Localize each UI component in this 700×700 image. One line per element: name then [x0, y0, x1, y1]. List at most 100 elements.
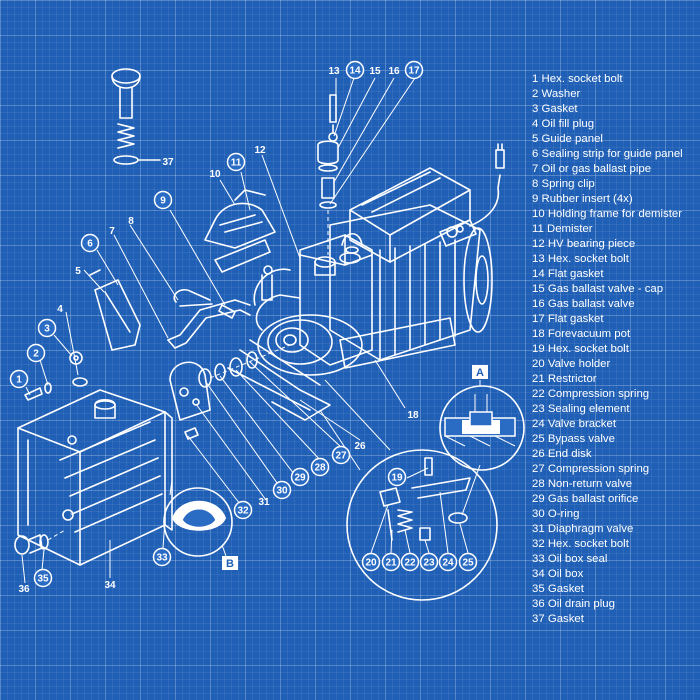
svg-text:33: 33	[156, 553, 168, 564]
legend-item: 15 Gas ballast valve - cap	[532, 283, 664, 295]
detail-b-tag	[222, 556, 238, 570]
svg-text:20: 20	[365, 558, 377, 569]
legend-item: 32 Hex. socket bolt	[532, 538, 629, 550]
callout-22: 22	[400, 552, 420, 572]
drain-plug	[14, 529, 66, 555]
callout-17: 17	[404, 60, 424, 80]
callout-14: 14	[345, 60, 365, 80]
legend-item: 13 Hex. socket bolt	[532, 253, 629, 265]
legend-item: 20 Valve holder	[532, 358, 611, 370]
svg-text:6: 6	[87, 239, 93, 250]
legend-item: 1 Hex. socket bolt	[532, 73, 623, 85]
callout-23: 23	[419, 552, 439, 572]
svg-text:3: 3	[44, 324, 50, 335]
svg-text:14: 14	[349, 66, 361, 77]
callout-30: 30	[272, 480, 292, 500]
callout-28: 28	[310, 457, 330, 477]
callout-19: 19	[387, 467, 407, 487]
motor-assembly	[329, 143, 505, 369]
label-5: 5	[75, 266, 81, 277]
svg-text:27: 27	[335, 451, 347, 462]
legend-item: 16 Gas ballast valve	[532, 298, 635, 310]
svg-text:23: 23	[423, 558, 435, 569]
legend-item: 23 Sealing element	[532, 403, 630, 415]
callout-27: 27	[331, 445, 351, 465]
svg-text:21: 21	[385, 558, 397, 569]
legend-item: 10 Holding frame for demister	[532, 208, 683, 220]
callout-21: 21	[381, 552, 401, 572]
callout-6: 6	[80, 233, 100, 253]
callout-32: 32	[233, 500, 253, 520]
callout-3: 3	[37, 318, 57, 338]
legend-item: 34 Oil box	[532, 568, 584, 580]
label-37: 37	[162, 157, 174, 168]
legend-item: 18 Forevacuum pot	[532, 328, 631, 340]
label-12: 12	[254, 145, 266, 156]
oil-fill-knob	[111, 68, 161, 165]
demister-parts	[204, 189, 276, 273]
legend-item: 11 Demister	[532, 223, 593, 235]
label-16: 16	[388, 66, 400, 77]
legend-item: 19 Hex. socket bolt	[532, 343, 629, 355]
callout-29: 29	[290, 467, 310, 487]
legend-item: 29 Gas ballast orifice	[532, 493, 639, 505]
svg-text:35: 35	[37, 574, 49, 585]
legend-item: 36 Oil drain plug	[532, 598, 615, 610]
legend-item: 37 Gasket	[532, 613, 584, 625]
gas-ballast-valve-stack	[261, 94, 339, 301]
label-10: 10	[209, 169, 221, 180]
legend-item: 21 Restrictor	[532, 373, 597, 385]
label-26: 26	[354, 441, 366, 452]
svg-text:17: 17	[408, 66, 420, 77]
legend-item: 31 Diaphragm valve	[532, 523, 634, 535]
label-7: 7	[109, 226, 115, 237]
legend-item: 27 Compression spring	[532, 463, 650, 475]
svg-text:9: 9	[160, 196, 166, 207]
label-34: 34	[104, 580, 116, 591]
legend-item: 26 End disk	[532, 448, 592, 460]
legend-item: 12 HV bearing piece	[532, 238, 636, 250]
legend-item: 22 Compression spring	[532, 388, 650, 400]
label-18: 18	[407, 410, 419, 421]
bolt-32	[184, 427, 199, 440]
detail-a-tag	[472, 365, 488, 379]
label-36: 36	[18, 584, 30, 595]
svg-text:25: 25	[462, 558, 474, 569]
label-15: 15	[369, 66, 381, 77]
legend-item: 14 Flat gasket	[532, 268, 604, 280]
legend-item: 6 Sealing strip for guide panel	[532, 148, 683, 160]
ballast-pipe	[167, 288, 251, 349]
legend-item: 5 Guide panel	[532, 133, 603, 145]
legend-item: 33 Oil box seal	[532, 553, 608, 565]
detail-a: A	[439, 365, 525, 471]
svg-text:30: 30	[276, 486, 288, 497]
callout-35: 35	[33, 568, 53, 588]
label-13: 13	[328, 66, 340, 77]
legend-item: 17 Flat gasket	[532, 313, 604, 325]
label-8: 8	[128, 216, 134, 227]
label-31: 31	[258, 497, 270, 508]
callout-2: 2	[26, 343, 46, 363]
legend-item: 35 Gasket	[532, 583, 584, 595]
svg-text:1: 1	[16, 375, 22, 386]
legend-item: 28 Non-return valve	[532, 478, 633, 490]
callout-1: 1	[9, 369, 29, 389]
callout-9: 9	[153, 190, 173, 210]
callout-33: 33	[152, 547, 172, 567]
legend-item: 4 Oil fill plug	[532, 118, 595, 130]
label-4: 4	[57, 304, 63, 315]
legend-item: 8 Spring clip	[532, 178, 595, 190]
svg-text:29: 29	[294, 473, 306, 484]
detail-a-label: A	[476, 367, 484, 379]
detail-b: B	[163, 479, 238, 570]
legend-item: 2 Washer	[532, 88, 581, 100]
legend-item: 24 Valve bracket	[532, 418, 616, 430]
callout-24: 24	[438, 552, 458, 572]
detail-b-label: B	[226, 558, 234, 570]
svg-text:32: 32	[237, 506, 249, 517]
svg-text:24: 24	[442, 558, 454, 569]
svg-text:28: 28	[314, 463, 326, 474]
